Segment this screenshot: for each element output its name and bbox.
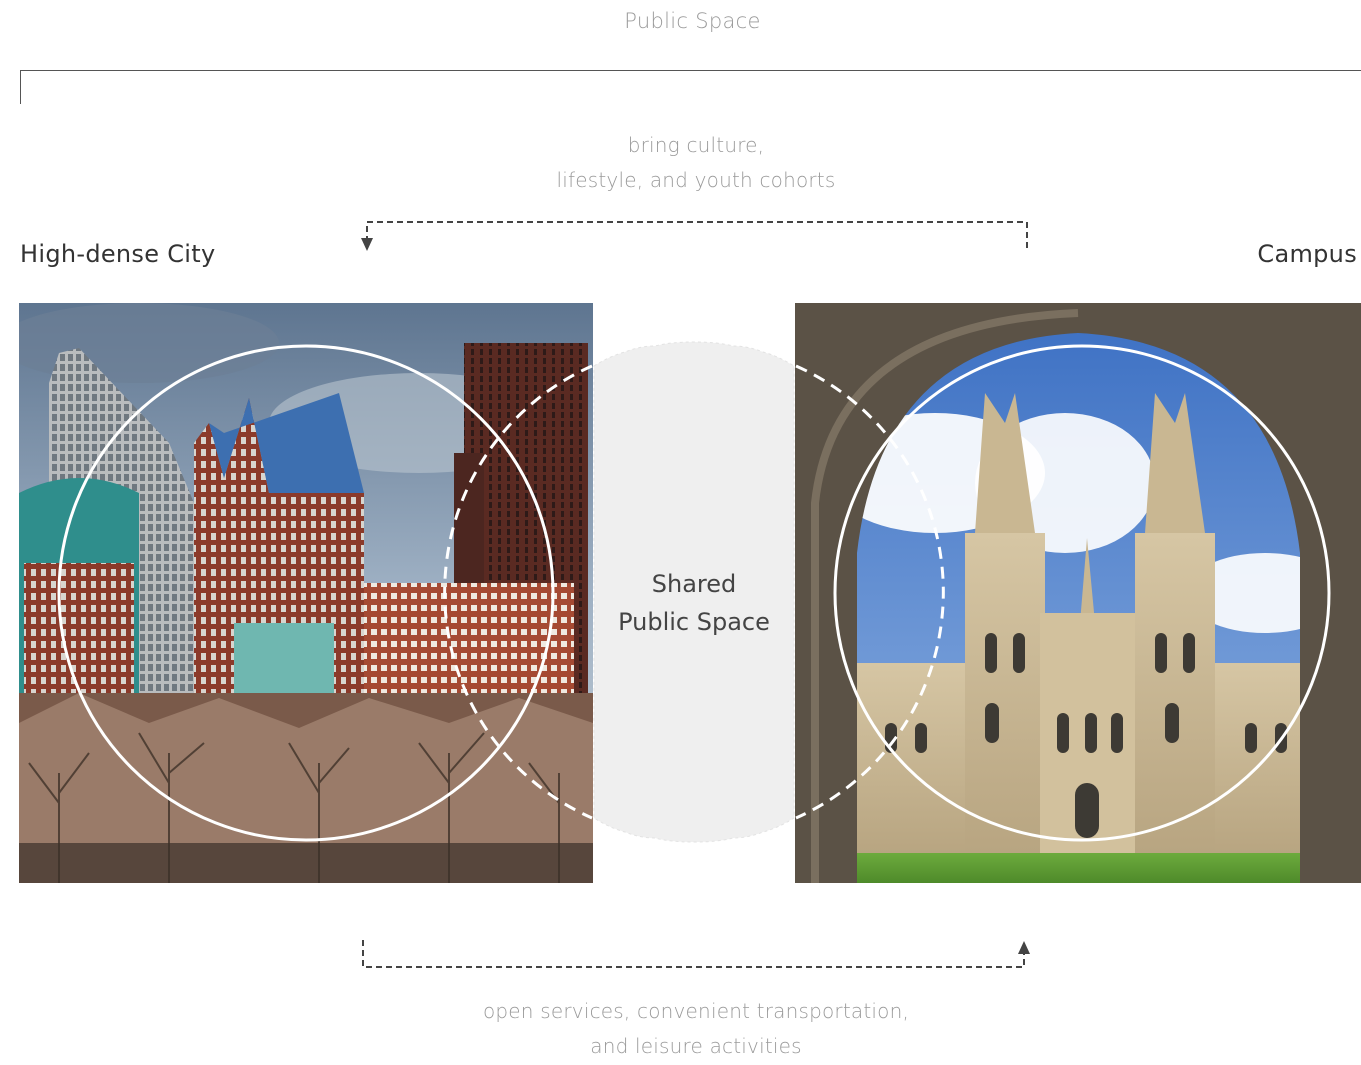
city-label: High-dense City <box>20 240 216 268</box>
bottom-flow-caption-line2: and leisure activities <box>590 1034 802 1058</box>
campus-focus-circle <box>833 344 1331 842</box>
city-focus-circle <box>57 344 555 842</box>
city-skyline-illustration <box>19 303 593 883</box>
bottom-flow-caption: open services, convenient transportation… <box>346 994 1046 1064</box>
page-title: Public Space <box>624 9 761 33</box>
shared-label-line1: Shared <box>651 570 737 598</box>
shared-label-line2: Public Space <box>618 608 770 636</box>
shared-space-dashed-arc-right <box>795 364 945 820</box>
campus-label: Campus <box>1257 240 1357 268</box>
public-space-bracket <box>20 70 1361 104</box>
bottom-flow-caption-line1: open services, convenient transportation… <box>482 999 910 1023</box>
top-flow-caption-line1: bring culture, <box>627 133 765 157</box>
shared-space-dashed-arc-left <box>443 364 593 820</box>
top-flow-arrowhead-icon <box>361 238 373 251</box>
top-flow-arrow <box>366 221 1028 248</box>
campus-photo <box>795 303 1361 883</box>
shared-public-space-area <box>593 341 795 843</box>
city-photo <box>19 303 593 883</box>
shared-public-space-label: Shared Public Space <box>594 565 794 641</box>
top-flow-caption-line2: lifestyle, and youth cohorts <box>556 168 836 192</box>
bottom-flow-arrow <box>362 940 1025 968</box>
bottom-flow-arrowhead-icon <box>1018 941 1030 954</box>
top-flow-caption: bring culture, lifestyle, and youth coho… <box>396 128 996 198</box>
campus-building-illustration <box>795 303 1361 883</box>
